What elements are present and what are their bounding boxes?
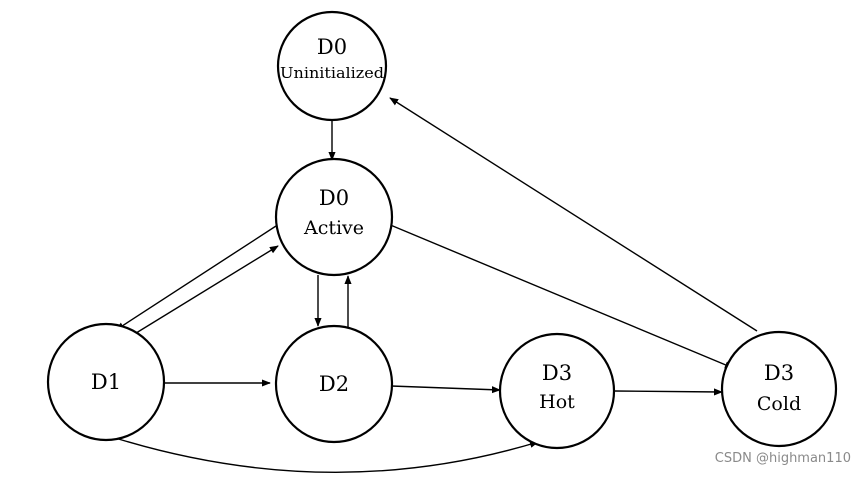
node-d1: D1 xyxy=(46,322,166,442)
node-d0-uninitialized-label: Uninitialized xyxy=(280,66,384,82)
edge-d1-to-d3-hot xyxy=(111,436,539,473)
node-d3-cold: D3 Cold xyxy=(720,330,838,448)
node-d2-title: D2 xyxy=(319,372,349,396)
edge-d3-cold-to-d0-uninitialized xyxy=(389,97,758,332)
node-d0-active-title: D0 xyxy=(319,186,349,210)
node-d3-hot: D3 Hot xyxy=(498,332,616,450)
node-d1-title: D1 xyxy=(91,370,121,394)
node-d3-cold-title: D3 xyxy=(764,361,794,385)
node-d3-cold-label: Cold xyxy=(757,393,801,415)
edge-d2-to-d3-hot xyxy=(390,385,501,394)
node-d0-active: D0 Active xyxy=(274,157,394,277)
node-d0-uninitialized: D0 Uninitialized xyxy=(276,10,388,122)
node-d2: D2 xyxy=(274,324,394,444)
edge-d3-hot-to-d3-cold xyxy=(613,388,723,396)
edge-d0-active-to-d3-cold xyxy=(387,223,734,369)
watermark: CSDN @highman110 xyxy=(714,451,851,466)
node-d0-active-label: Active xyxy=(303,217,364,239)
node-d3-hot-label: Hot xyxy=(539,391,575,413)
node-d3-hot-title: D3 xyxy=(542,361,572,385)
edge-d1-to-d0-active xyxy=(127,245,279,339)
node-d0-uninitialized-title: D0 xyxy=(317,35,347,59)
edges xyxy=(111,97,758,473)
edge-d0-active-to-d1 xyxy=(115,225,277,331)
